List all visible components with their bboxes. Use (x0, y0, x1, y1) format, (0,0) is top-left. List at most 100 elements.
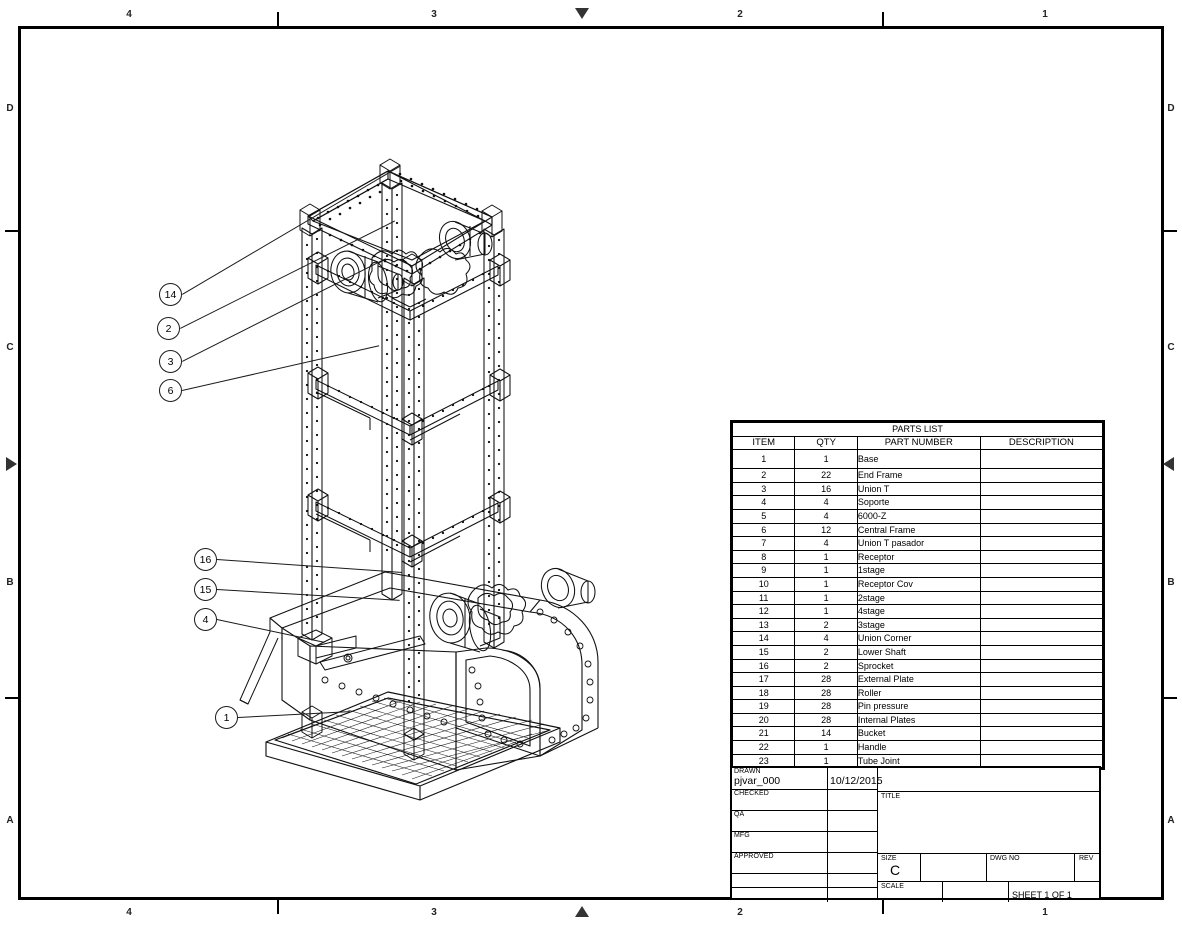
sheet-border (18, 26, 1164, 900)
balloon-6[interactable]: 6 (159, 379, 182, 402)
cell-qty: 1 (794, 590, 858, 606)
drawn-date-value: 10/12/2015 (830, 775, 883, 787)
balloon-2[interactable]: 2 (157, 317, 180, 340)
cell-part-number: 1stage (856, 563, 981, 578)
cell-part-number: Bucket (856, 726, 981, 742)
title-block-top-band (878, 768, 1099, 792)
cell-description (979, 468, 1104, 483)
cell-item: 16 (731, 658, 796, 674)
qa-label: QA (734, 811, 745, 818)
cell-qty: 2 (794, 658, 858, 674)
cell-description (979, 449, 1104, 470)
title-block-row-blank-2[interactable] (732, 888, 877, 902)
title-block-row-approved[interactable]: APPROVED (732, 853, 877, 874)
balloon-3[interactable]: 3 (159, 350, 182, 373)
title-block-vertical-divider (877, 768, 878, 898)
title-block-signoff-column: DRAWN pjvar_000 10/12/2015 CHECKED QA MF… (732, 768, 883, 902)
approved-label: APPROVED (734, 853, 774, 860)
balloon-1[interactable]: 1 (215, 706, 238, 729)
cell-item: 17 (731, 672, 796, 687)
cell-item: 7 (731, 536, 796, 551)
title-field[interactable]: TITLE (878, 792, 1099, 854)
balloon-16[interactable]: 16 (194, 548, 217, 571)
cell-description (979, 536, 1104, 551)
cell-qty: 4 (794, 631, 858, 646)
cell-description (979, 740, 1104, 755)
title-block-row-mfg[interactable]: MFG (732, 832, 877, 853)
zone-bottom-3: 3 (431, 907, 437, 918)
checked-label: CHECKED (734, 790, 769, 797)
title-block-row-checked[interactable]: CHECKED (732, 790, 877, 811)
cell-item: 21 (731, 726, 796, 742)
cell-description (979, 590, 1104, 606)
cell-divider (827, 811, 828, 831)
balloon-15[interactable]: 15 (194, 578, 217, 601)
cell-part-number: Union T (856, 481, 981, 497)
parts-list-table: PARTS LIST ITEM QTY PART NUMBER DESCRIPT… (730, 420, 1105, 771)
zone-right-a: A (1167, 815, 1175, 826)
cell-description (979, 563, 1104, 578)
cell-qty: 12 (794, 522, 858, 538)
zone-top-4: 4 (126, 9, 132, 20)
datum-marker-right (1163, 457, 1174, 471)
cell-part-number: Pin pressure (856, 699, 981, 714)
zone-right-b: B (1167, 577, 1175, 588)
cell-divider (827, 874, 828, 887)
parts-list-title: PARTS LIST (732, 422, 1103, 437)
zone-left-b: B (6, 577, 14, 588)
parts-list-header-row: ITEM QTY PART NUMBER DESCRIPTION (731, 435, 1104, 451)
cell-divider (827, 768, 828, 789)
cell-qty: 4 (794, 536, 858, 551)
cell-description (979, 672, 1104, 687)
cell-qty: 4 (794, 495, 858, 510)
column-header-item: ITEM (731, 435, 796, 451)
cell-description (979, 712, 1104, 728)
cell-item: 14 (731, 631, 796, 646)
zone-top-3: 3 (431, 9, 437, 20)
cell-description (979, 726, 1104, 742)
title-block-row-qa[interactable]: QA (732, 811, 877, 832)
title-block-row-blank-1[interactable] (732, 874, 877, 888)
balloon-4[interactable]: 4 (194, 608, 217, 631)
cell-divider (827, 790, 828, 810)
zone-right-c: C (1167, 342, 1175, 353)
border-tick-top-1 (277, 12, 279, 27)
zone-bottom-1: 1 (1042, 907, 1048, 918)
cell-item: 12 (731, 604, 796, 619)
cell-item: 13 (731, 617, 796, 633)
border-tick-right-2 (1162, 697, 1177, 699)
cell-part-number: 4stage (856, 604, 981, 619)
cell-qty: 1 (794, 740, 858, 755)
cell-description (979, 685, 1104, 701)
balloon-14[interactable]: 14 (159, 283, 182, 306)
isometric-assembly-view (239, 158, 599, 801)
cell-part-number: 2stage (856, 590, 981, 606)
cell-item: 18 (731, 685, 796, 701)
title-block-row-drawn[interactable]: DRAWN pjvar_000 10/12/2015 (732, 768, 883, 790)
cell-part-number: Internal Plates (856, 712, 981, 728)
title-block-scale-row: SCALE SHEET 1 OF 1 (878, 882, 1099, 902)
cell-qty: 2 (794, 617, 858, 633)
